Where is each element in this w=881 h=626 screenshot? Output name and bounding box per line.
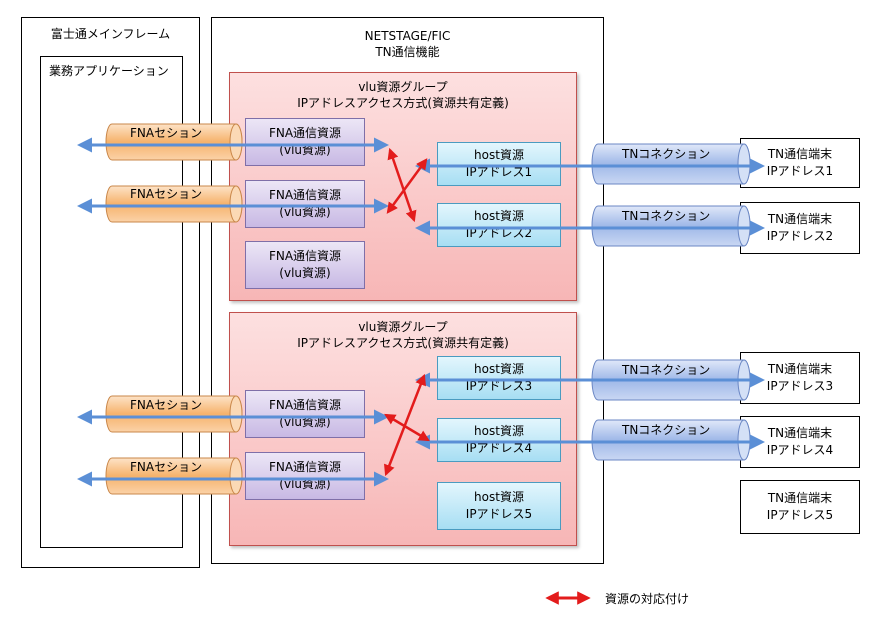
terminal-ip: IPアドレス2 <box>766 229 834 243</box>
host-resource-name: host資源 <box>474 490 524 504</box>
fna-resource-name: FNA通信資源 <box>268 126 342 140</box>
terminal-ip: IPアドレス5 <box>766 508 834 522</box>
fna-resource-name: FNA通信資源 <box>268 460 342 474</box>
legend-label: 資源の対応付け <box>605 592 690 606</box>
business-app-title: 業務アプリケーション <box>49 64 169 78</box>
terminal-ip: IPアドレス1 <box>766 164 834 178</box>
terminal-ip: IPアドレス3 <box>766 379 834 393</box>
tn-terminal: TN通信端末 IPアドレス5 <box>740 480 860 534</box>
tn-connection-label: TNコネクション <box>622 209 711 223</box>
terminal-name: TN通信端末 <box>767 426 833 440</box>
host-resource-name: host資源 <box>474 209 524 223</box>
host-resource: host資源 IPアドレス5 <box>437 482 561 530</box>
tn-function-title: TN通信機能 <box>375 45 440 59</box>
fna-resource-name: FNA通信資源 <box>268 398 342 412</box>
fna-session-label: FNAセション <box>130 460 203 474</box>
terminal-name: TN通信端末 <box>767 147 833 161</box>
group-1-title: vlu資源グループ <box>358 80 448 94</box>
fna-resource-name: FNA通信資源 <box>268 249 342 263</box>
tn-connection-label: TNコネクション <box>622 363 711 377</box>
resource-mapping-arrow <box>384 413 430 442</box>
group-2-title: vlu資源グループ <box>358 320 448 334</box>
netstage-title: NETSTAGE/FIC <box>364 29 451 43</box>
fna-resource-type: (vlu資源) <box>279 266 331 280</box>
host-resource-ip: IPアドレス5 <box>465 507 533 521</box>
group-1-subtitle: IPアドレスアクセス方式(資源共有定義) <box>297 96 509 110</box>
tn-connection-label: TNコネクション <box>622 147 711 161</box>
resource-mapping-arrow <box>386 158 428 214</box>
fna-session-label: FNAセション <box>130 398 203 412</box>
tn-terminal: TN通信端末 IPアドレス4 <box>740 416 860 468</box>
tn-connection-label: TNコネクション <box>622 423 711 437</box>
terminal-ip: IPアドレス4 <box>766 443 834 457</box>
fna-session-label: FNAセション <box>130 126 203 140</box>
group-2-subtitle: IPアドレスアクセス方式(資源共有定義) <box>297 336 509 350</box>
terminal-name: TN通信端末 <box>767 491 833 505</box>
fna-session-label: FNAセション <box>130 187 203 201</box>
terminal-name: TN通信端末 <box>767 362 833 376</box>
mainframe-title: 富士通メインフレーム <box>50 27 171 41</box>
fna-resource: FNA通信資源 (vlu資源) <box>245 241 365 289</box>
resource-mapping-arrow <box>387 147 417 223</box>
terminal-name: TN通信端末 <box>767 212 833 226</box>
